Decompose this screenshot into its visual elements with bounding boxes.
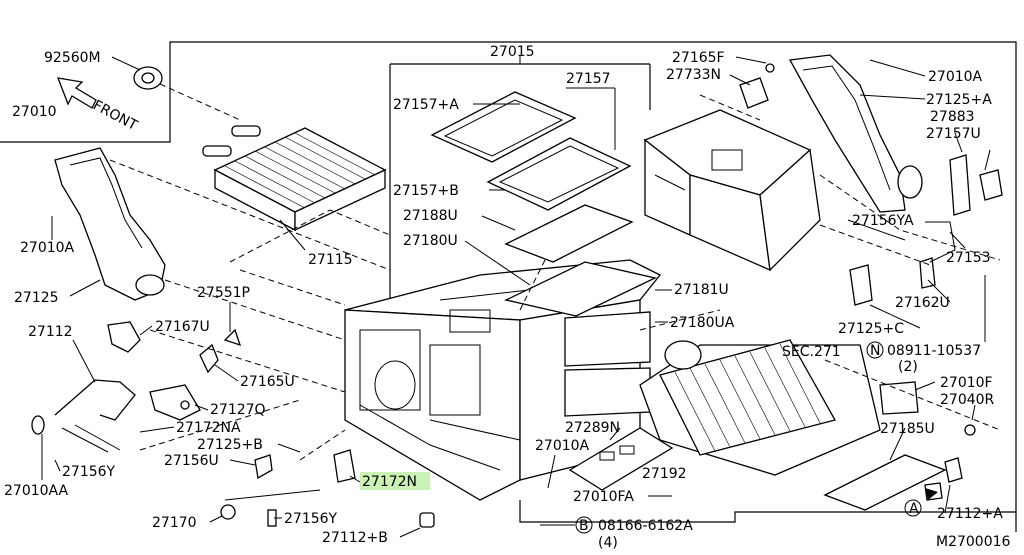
part-label[interactable]: 27551P [197, 285, 250, 301]
part-label[interactable]: 27157+B [393, 183, 459, 199]
assembly-frame [0, 41, 1017, 532]
part-label[interactable]: 27010A [535, 438, 590, 454]
part-label[interactable]: 27180UA [670, 315, 735, 331]
part-label[interactable]: 27010F [940, 375, 993, 391]
part-label[interactable]: 27157U [926, 126, 981, 142]
right-duct-part [788, 54, 923, 213]
heater-core-part [202, 125, 387, 232]
part-label[interactable]: 92560M [44, 50, 101, 66]
part-label[interactable]: 27153 [946, 250, 991, 266]
part-label[interactable]: 27125+C [838, 321, 904, 337]
part-label[interactable]: 27156Y [62, 464, 116, 480]
part-label[interactable]: 27010AA [4, 483, 69, 499]
part-label[interactable]: 27185U [880, 421, 935, 437]
part-label[interactable]: 27125+A [926, 92, 992, 108]
left-duct-part [54, 147, 391, 341]
circle-markers [575, 341, 938, 534]
part-label[interactable]: 27192 [642, 466, 687, 482]
bracket-parts [739, 63, 1003, 501]
cap-part [133, 66, 241, 121]
part-label[interactable]: 27112 [28, 324, 73, 340]
front-arrow-icon [56, 77, 97, 109]
part-label[interactable]: 27883 [930, 109, 975, 125]
part-label[interactable]: 27156Y [284, 511, 338, 527]
part-label[interactable]: 27156U [164, 453, 219, 469]
tray-part [568, 427, 674, 491]
part-label-highlighted[interactable]: 27172N [362, 474, 417, 490]
linkage-parts [31, 321, 435, 528]
part-label[interactable]: 27172NA [176, 420, 241, 436]
part-label[interactable]: 27181U [674, 282, 729, 298]
part-label[interactable]: 27127Q [210, 402, 266, 418]
highlight-box [360, 472, 430, 490]
part-label[interactable]: 27162U [895, 295, 950, 311]
circle-prefix: B [579, 518, 589, 534]
part-label[interactable]: 27167U [155, 319, 210, 335]
part-label[interactable]: 27010FA [573, 489, 634, 505]
part-label[interactable]: 27165F [672, 50, 725, 66]
part-label[interactable]: 27040R [940, 392, 995, 408]
part-label[interactable]: 27180U [403, 233, 458, 249]
part-label[interactable]: 27165U [240, 374, 295, 390]
part-label[interactable]: SEC.271 [782, 344, 841, 360]
part-label[interactable]: 27115 [308, 252, 353, 268]
part-qty: (2) [898, 359, 918, 375]
part-label[interactable]: 27156YA [852, 213, 914, 229]
part-label[interactable]: 27010 [12, 104, 57, 120]
part-label[interactable]: 27157+A [393, 97, 459, 113]
part-label[interactable]: 27015 [490, 44, 535, 60]
part-label[interactable]: 27112+A [937, 506, 1003, 522]
filter-stack-part [430, 91, 657, 417]
part-label[interactable]: 27112+B [322, 530, 388, 546]
circle-prefix: N [870, 343, 880, 359]
evaporator-core-part [639, 339, 947, 511]
diagram-code: M2700016 [936, 534, 1011, 550]
circle-prefix: A [909, 501, 919, 517]
assembly-guide-lines [139, 94, 1001, 461]
part-label[interactable]: 27125+B [197, 437, 263, 453]
part-label[interactable]: 08166-6162A [598, 518, 693, 534]
part-label[interactable]: 27125 [14, 290, 59, 306]
part-qty: (4) [598, 535, 618, 551]
part-label[interactable]: 27170 [152, 515, 197, 531]
part-label[interactable]: 27289N [565, 420, 620, 436]
evaporator-case-part [643, 109, 821, 272]
part-label[interactable]: 08911-10537 [887, 343, 981, 359]
part-label[interactable]: 27010A [928, 69, 983, 85]
leader-lines [41, 55, 991, 538]
part-label[interactable]: 27188U [403, 208, 458, 224]
part-label[interactable]: 27010A [20, 240, 75, 256]
part-label[interactable]: 27733N [666, 67, 721, 83]
front-direction-label: FRONT [90, 97, 140, 134]
part-label[interactable]: 27157 [566, 71, 611, 87]
